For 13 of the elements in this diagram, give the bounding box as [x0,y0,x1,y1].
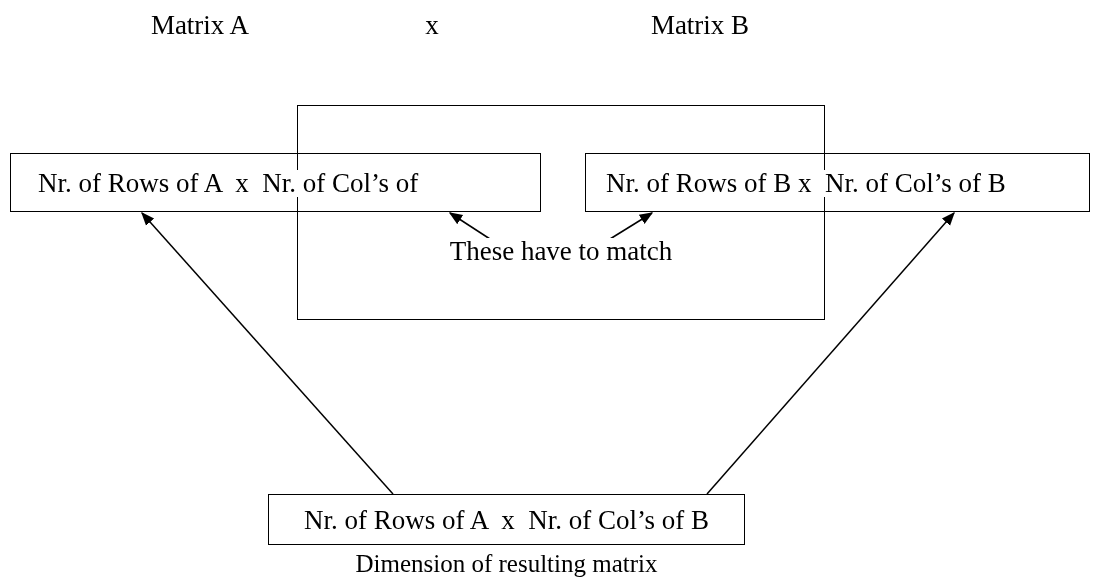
text-box [10,153,541,212]
text-box [268,494,745,545]
arrow [141,212,394,495]
arrow [609,212,654,240]
arrow [706,212,955,495]
box-text: Nr. of Rows of A x Nr. of Col’s of [38,170,419,197]
box-text: Nr. of Rows of B x Nr. of Col’s of B [606,170,1006,197]
heading-label: x [424,12,440,39]
text-box [585,153,1090,212]
heading-label: Matrix A [149,12,251,39]
node-label: Dimension of resulting matrix [354,551,659,576]
heading-label: Matrix B [649,12,751,39]
arrow [448,212,491,240]
